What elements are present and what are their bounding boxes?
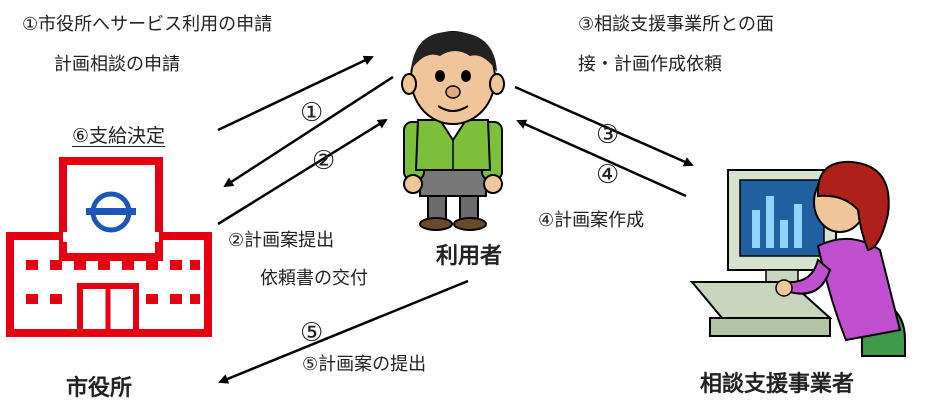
- consultant-figure: [689, 160, 906, 357]
- step2-label-line2: 依頼書の交付: [260, 268, 368, 289]
- step-marker-5: ⑤: [300, 318, 324, 348]
- arrow-4-plan: [516, 119, 687, 198]
- step-marker-1: ①: [300, 98, 324, 128]
- arrow-6-decision: [223, 75, 394, 188]
- step6-label: ⑥支給決定: [72, 125, 166, 147]
- step3-label-line1: ③相談支援事業所との面: [578, 14, 774, 35]
- actor-user-name: 利用者: [436, 244, 503, 269]
- user-figure: [401, 31, 505, 231]
- step-marker-3: ③: [596, 120, 620, 150]
- arrow-5-plan-submit: [218, 279, 469, 384]
- actor-city-hall-name: 市役所: [66, 376, 133, 401]
- step2-label-line1: ②計画案提出: [228, 230, 335, 251]
- city-hall-building: [6, 157, 212, 337]
- step4-label: ④計画案作成: [538, 210, 645, 231]
- step1-label-line2: 計画相談の申請: [54, 54, 180, 75]
- arrow-2-submit: [217, 118, 388, 226]
- step-marker-2: ②: [312, 146, 336, 176]
- step5-label: ⑤計画案の提出: [302, 354, 427, 375]
- step1-label-line1: ①市役所へサービス利用の申請: [22, 14, 273, 35]
- city-emblem-icon: [86, 191, 136, 233]
- actor-consultant-name: 相談支援事業者: [700, 372, 855, 397]
- step3-label-line2: 接・計画作成依頼: [578, 54, 722, 75]
- arrow-1-request: [217, 55, 374, 132]
- arrow-3-consult: [514, 85, 694, 167]
- step-marker-4: ④: [596, 160, 620, 190]
